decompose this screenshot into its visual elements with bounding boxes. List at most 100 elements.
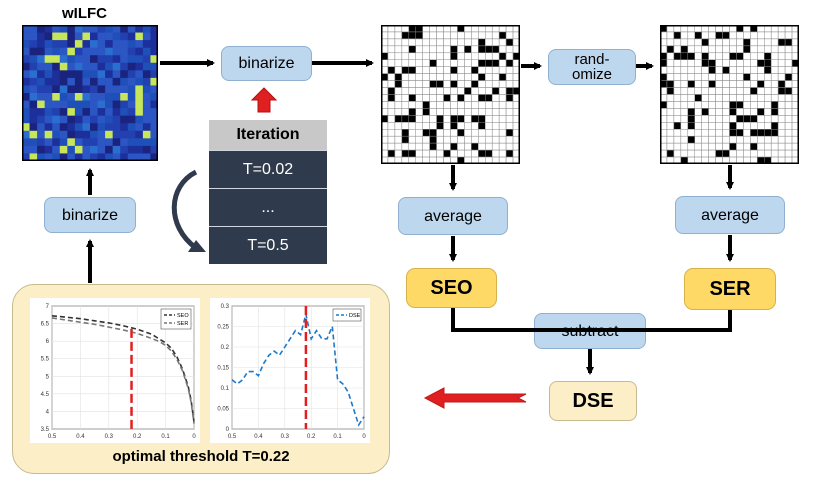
heatmap-cell xyxy=(52,130,61,139)
heatmap-cell xyxy=(22,138,30,147)
heatmap-cell xyxy=(74,138,83,147)
heatmap-cell xyxy=(97,55,106,64)
heatmap-cell xyxy=(37,40,45,48)
heatmap-cell xyxy=(82,153,91,161)
heatmap-cell xyxy=(120,130,129,139)
series-line-dse xyxy=(231,313,365,427)
heatmap-cell xyxy=(142,70,151,79)
heatmap-cell xyxy=(150,40,158,48)
heatmap-cell xyxy=(135,138,144,147)
heatmap-cell xyxy=(37,93,45,101)
heatmap-cell xyxy=(74,153,83,161)
y-tick-label: 5.5 xyxy=(41,357,50,363)
heatmap-cell xyxy=(112,70,121,79)
heatmap-cell xyxy=(105,40,113,48)
heatmap-cell xyxy=(67,130,76,139)
heatmap-cell xyxy=(135,153,144,161)
heatmap-cell xyxy=(150,108,158,116)
x-tick-label: 0.4 xyxy=(76,434,85,440)
heatmap-cell xyxy=(37,130,45,139)
heatmap-cell xyxy=(105,100,113,109)
heatmap-cell xyxy=(67,40,76,48)
heatmap-cell xyxy=(67,100,76,109)
heatmap-cell xyxy=(97,62,106,71)
heatmap-cell xyxy=(142,115,151,124)
heatmap-cell xyxy=(22,40,30,48)
heatmap-cell xyxy=(29,123,38,132)
heatmap-cell xyxy=(74,55,83,64)
heatmap-cell xyxy=(120,32,129,41)
heatmap-cell xyxy=(90,70,98,79)
heatmap-cell xyxy=(135,115,144,124)
heatmap-cell xyxy=(105,145,113,154)
heatmap-cell xyxy=(59,123,68,132)
heatmap-cell xyxy=(44,153,53,161)
heatmap-cell xyxy=(150,115,158,124)
heatmap-cell xyxy=(82,47,91,56)
heatmap-cell xyxy=(142,93,151,101)
heatmap-cell xyxy=(127,55,136,64)
heatmap-cell xyxy=(142,25,151,33)
heatmap-cell xyxy=(90,55,98,64)
heatmap-cell xyxy=(150,62,158,71)
heatmap-cell xyxy=(74,25,83,33)
heatmap-cell xyxy=(29,47,38,56)
heatmap-cell xyxy=(112,123,121,132)
x-tick-label: 0.1 xyxy=(161,434,170,440)
heatmap-cell xyxy=(135,130,144,139)
heatmap-cell xyxy=(105,115,113,124)
heatmap-cell xyxy=(44,145,53,154)
heatmap-cell xyxy=(150,153,158,161)
heatmap-cell xyxy=(52,62,61,71)
heatmap-cell xyxy=(142,32,151,41)
heatmap-cell xyxy=(112,25,121,33)
heatmap-cell xyxy=(135,100,144,109)
heatmap-cell xyxy=(74,32,83,41)
heatmap-cell xyxy=(52,145,61,154)
iteration-header: Iteration xyxy=(209,120,327,150)
heatmap-cell xyxy=(142,40,151,48)
heatmap-cell xyxy=(37,108,45,116)
heatmap-cell xyxy=(120,47,129,56)
heatmap-cell xyxy=(97,145,106,154)
heatmap-cell xyxy=(74,85,83,94)
binary-matrix-ser xyxy=(660,25,799,164)
heatmap-cell xyxy=(44,123,53,132)
heatmap-cell xyxy=(44,130,53,139)
heatmap-cell xyxy=(120,153,129,161)
heatmap-cell xyxy=(97,93,106,101)
heatmap-cell xyxy=(37,47,45,56)
x-tick-label: 0.4 xyxy=(254,434,263,440)
heatmap-cell xyxy=(105,70,113,79)
heatmap-cell xyxy=(142,153,151,161)
heatmap-cell xyxy=(29,130,38,139)
heatmap-cell xyxy=(37,100,45,109)
heatmap-cell xyxy=(142,85,151,94)
heatmap-cell xyxy=(74,40,83,48)
heatmap-cell xyxy=(82,25,91,33)
heatmap-cell xyxy=(59,47,68,56)
heatmap-cell xyxy=(67,108,76,116)
heatmap-cell xyxy=(74,130,83,139)
wilfc-title: wILFC xyxy=(62,5,107,22)
heatmap-cell xyxy=(37,138,45,147)
heatmap-cell xyxy=(142,62,151,71)
heatmap-cell xyxy=(120,108,129,116)
heatmap-cell xyxy=(120,70,129,79)
heatmap-cell xyxy=(120,85,129,94)
heatmap-cell xyxy=(44,32,53,41)
heatmap-cell xyxy=(52,108,61,116)
heatmap-cell xyxy=(22,77,30,86)
heatmap-cell xyxy=(82,62,91,71)
heatmap-cell xyxy=(127,123,136,132)
heatmap-cell xyxy=(29,108,38,116)
heatmap-cell xyxy=(120,115,129,124)
heatmap-cell xyxy=(82,77,91,86)
heatmap-cell xyxy=(67,115,76,124)
heatmap-cell xyxy=(97,70,106,79)
heatmap-cell xyxy=(90,153,98,161)
heatmap-cell xyxy=(135,62,144,71)
heatmap-cell xyxy=(67,55,76,64)
x-tick-label: 0 xyxy=(362,434,366,440)
